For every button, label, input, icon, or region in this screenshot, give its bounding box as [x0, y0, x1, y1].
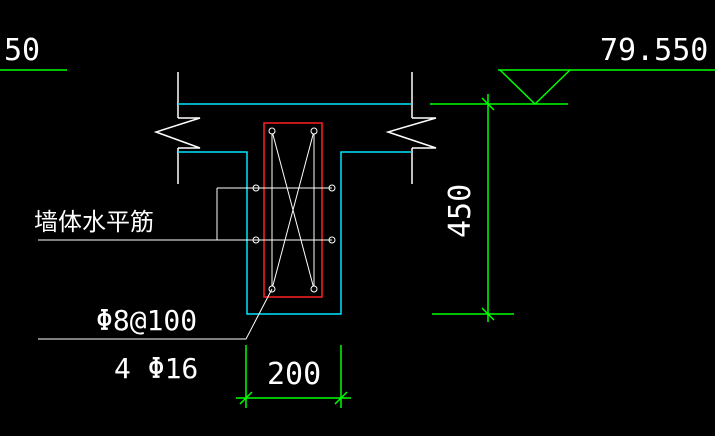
wall-rebar-label: 墙体水平筋 — [34, 208, 154, 236]
rebar-top-right — [310, 127, 318, 135]
elevation-right-text: 79.550 — [600, 33, 708, 68]
break-line-left — [153, 117, 201, 149]
stirrup-label: Φ8@100 — [96, 304, 197, 337]
elevation-left-text: 50 — [4, 33, 40, 68]
wall-rebar-lines — [216, 187, 332, 241]
stirrup-leader — [38, 288, 273, 340]
width-dimension — [236, 345, 351, 408]
stirrup-rectangle — [263, 122, 323, 298]
beam-section-outline — [178, 103, 412, 315]
slab-outline — [153, 72, 437, 184]
width-dimension-text: 200 — [267, 357, 321, 392]
rebar-bottom-right — [310, 285, 318, 293]
rebar-top-left — [268, 127, 276, 135]
rebar-points — [252, 127, 336, 293]
main-bars-label: 4 Φ16 — [114, 352, 198, 385]
height-dimension — [432, 94, 514, 322]
stirrup-crossties — [271, 130, 315, 290]
elevation-marker-triangle — [499, 69, 571, 106]
break-line-right — [385, 117, 437, 149]
height-dimension-text: 450 — [443, 184, 478, 238]
